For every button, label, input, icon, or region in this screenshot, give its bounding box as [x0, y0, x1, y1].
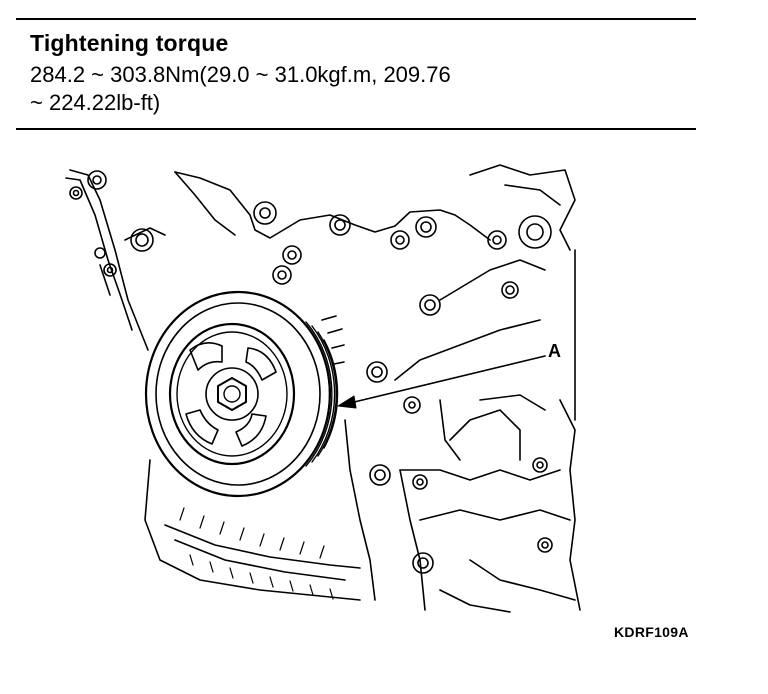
bolt	[103, 263, 117, 277]
bolt	[501, 281, 519, 299]
bolt	[94, 247, 106, 259]
torque-spec-box: Tightening torque 284.2 ~ 303.8Nm(29.0 ~…	[16, 18, 696, 130]
top-rule	[16, 18, 696, 20]
bolt	[412, 552, 434, 574]
figure-code: KDRF109A	[614, 624, 689, 640]
bolt	[487, 230, 507, 250]
cover-ribs	[179, 507, 334, 600]
spec-title: Tightening torque	[30, 30, 229, 56]
bolt	[403, 396, 421, 414]
torque-value-line-2: ~ 224.22lb-ft)	[30, 90, 161, 115]
bolt	[329, 214, 351, 236]
crankshaft-pulley	[144, 290, 345, 498]
bolt	[69, 186, 83, 200]
bolt	[282, 245, 302, 265]
engine-block-outline	[65, 164, 581, 613]
bottom-rule	[16, 128, 696, 130]
bolt	[369, 464, 391, 486]
bolt	[518, 215, 552, 249]
bolts	[69, 170, 553, 574]
bolt	[537, 537, 553, 553]
crankshaft-pulley-illustration	[65, 164, 581, 613]
callout-label: A	[548, 341, 561, 361]
torque-value-line-1: 284.2 ~ 303.8Nm(29.0 ~ 31.0kgf.m, 209.76	[30, 62, 451, 87]
bolt	[272, 265, 292, 285]
bolt	[87, 170, 107, 190]
callout-leader-arrow	[337, 355, 546, 409]
bolt	[390, 230, 410, 250]
bolt	[532, 457, 548, 473]
bolt	[253, 201, 277, 225]
bolt	[412, 474, 428, 490]
bolt	[415, 216, 437, 238]
bolt	[130, 228, 154, 252]
bolt	[419, 294, 441, 316]
bolt	[366, 361, 388, 383]
